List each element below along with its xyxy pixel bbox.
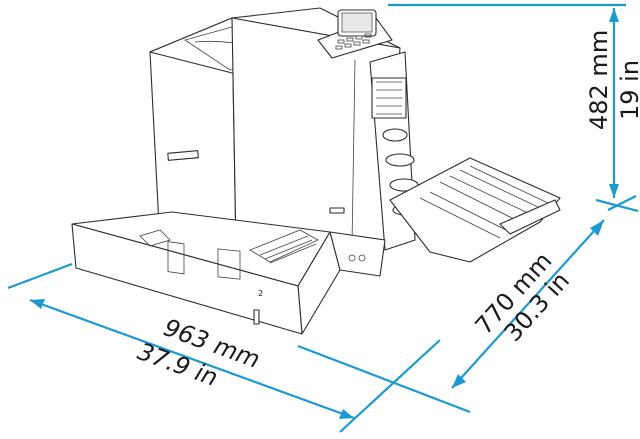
printer-illustration xyxy=(149,7,401,263)
width-extension-left xyxy=(7,262,73,290)
width-arrow-right xyxy=(339,409,354,419)
depth-dimension-line xyxy=(451,219,605,389)
tray-level-indicator xyxy=(253,309,260,325)
height-metric-label: 482 mm xyxy=(585,30,613,130)
door-panel xyxy=(389,157,561,263)
control-panel xyxy=(317,9,393,59)
height-arrow-bottom xyxy=(609,184,619,198)
front-seam xyxy=(351,59,356,246)
tray-guides xyxy=(139,229,319,280)
tray-front-face xyxy=(71,223,303,335)
height-arrow-top xyxy=(609,8,619,22)
front-label-slot xyxy=(167,150,199,161)
width-arrow-left xyxy=(30,299,45,309)
height-imperial-label: 19 in xyxy=(616,60,640,120)
small-label xyxy=(329,207,345,214)
depth-extension-bottom-right xyxy=(339,339,441,433)
depth-arrow-bottom xyxy=(452,374,466,388)
depth-extension-top xyxy=(607,195,637,211)
paper-tray-2: 2 xyxy=(71,211,386,335)
depth-arrow-top xyxy=(590,220,604,236)
printer-base xyxy=(329,231,386,277)
dimension-lines xyxy=(7,3,639,433)
tray-number-label: 2 xyxy=(258,289,263,298)
width-dimension-line xyxy=(29,298,355,420)
door-ribs xyxy=(419,165,549,239)
printer-front-panel xyxy=(231,17,401,249)
width-extension-right xyxy=(297,344,471,414)
open-right-door xyxy=(369,51,561,263)
door-handle xyxy=(499,199,561,235)
